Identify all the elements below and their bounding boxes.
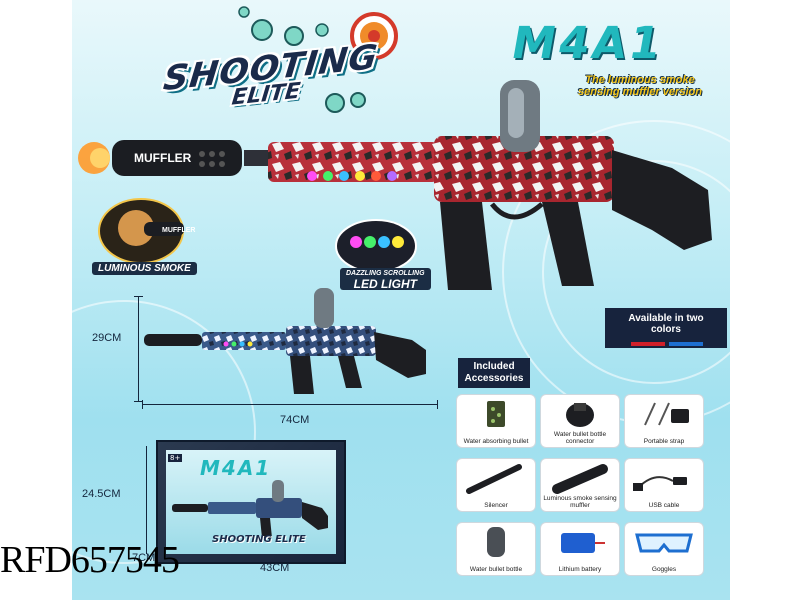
- accessory-item: Water absorbing bullet: [456, 394, 536, 448]
- box-height-line: [146, 446, 147, 554]
- gun-magazine: [440, 202, 492, 290]
- silencer-icon: [466, 464, 522, 494]
- strap-icon: [644, 402, 689, 426]
- accessory-item: Water bullet bottle: [456, 522, 536, 576]
- accessory-label: Water bullet bottle: [469, 566, 523, 573]
- model-title: M4A1: [507, 18, 668, 69]
- led-light-inset: [335, 219, 417, 273]
- gel-bullets-icon: [487, 401, 505, 427]
- accessories-title: Included Accessories: [458, 358, 530, 388]
- box-age: 8+: [168, 454, 183, 462]
- accessory-label: Water absorbing bullet: [463, 438, 529, 445]
- height-dimension-line: [138, 296, 139, 402]
- product-box: M4A1 8+ SHOOTING ELITE: [156, 440, 346, 564]
- accessory-label: USB cable: [648, 502, 680, 509]
- accessory-item: USB cable: [624, 458, 704, 512]
- accessories-title-line1: Included: [473, 361, 515, 372]
- led-light-label: DAZZLING SCROLLING LED LIGHT: [340, 268, 431, 290]
- height-dimension-label: 29CM: [92, 332, 122, 344]
- main-gun-illustration: [78, 80, 712, 290]
- bubble-icon: [325, 92, 366, 113]
- led-light-label-line1: DAZZLING SCROLLING: [346, 270, 425, 277]
- color-swatch-blue: [669, 342, 703, 346]
- goggles-icon: [635, 533, 693, 553]
- muffler-text: MUFFLER: [134, 151, 192, 165]
- accessory-item: Silencer: [456, 458, 536, 512]
- accessory-label: Luminous smoke sensing muffler: [543, 495, 617, 509]
- bottle-connector-icon: [566, 403, 594, 427]
- accessory-label: Lithium battery: [558, 566, 602, 573]
- box-length-label: 43CM: [260, 562, 290, 574]
- accessory-item: Portable strap: [624, 394, 704, 448]
- colors-badge-line1: Available in two: [628, 313, 704, 324]
- led-lights: [307, 171, 397, 181]
- colors-badge-line2: colors: [650, 324, 681, 335]
- accessory-item: Water bullet bottle connector: [540, 394, 620, 448]
- accessory-item: Luminous smoke sensing muffler: [540, 458, 620, 512]
- accessory-label: Portable strap: [643, 438, 685, 445]
- length-dimension-line: [142, 404, 438, 405]
- watermark-text: RFD657545: [0, 539, 180, 581]
- box-gun-image: [172, 480, 328, 538]
- small-gun-illustration: [144, 288, 426, 394]
- box-height-label: 24.5CM: [82, 488, 121, 500]
- accessory-label: Goggles: [651, 566, 677, 573]
- bottle-icon: [487, 527, 505, 557]
- muffler-icon: [552, 464, 608, 494]
- accessory-item: Lithium battery: [540, 522, 620, 576]
- accessories-title-line2: Accessories: [464, 373, 524, 384]
- length-dimension-label: 74CM: [280, 414, 310, 426]
- battery-icon: [561, 533, 605, 553]
- accessory-label: Silencer: [484, 502, 508, 509]
- accessory-label: Water bullet bottle connector: [553, 431, 607, 445]
- luminous-smoke-label: LUMINOUS SMOKE: [92, 262, 197, 275]
- gun-grip: [542, 202, 594, 286]
- height-dimension-tick: [134, 296, 143, 297]
- color-swatch-red: [631, 342, 665, 346]
- box-title: M4A1: [200, 456, 272, 480]
- product-poster: SHOOTING ELITE M4A1 The luminous smoke s…: [72, 0, 730, 600]
- height-dimension-tick: [134, 401, 143, 402]
- led-light-label-line2: LED LIGHT: [353, 277, 417, 291]
- muffler-body: [112, 140, 242, 176]
- box-logo: SHOOTING ELITE: [212, 534, 306, 545]
- box-front: M4A1 8+ SHOOTING ELITE: [166, 450, 336, 554]
- length-dimension-tick: [142, 400, 143, 409]
- accessory-item: Goggles: [624, 522, 704, 576]
- target-icon: [238, 6, 398, 60]
- box-depth-label: 7CM: [132, 552, 156, 564]
- usb-cable-icon: [633, 476, 687, 491]
- colors-badge: Available in two colors: [605, 308, 727, 348]
- muffler-small-text: MUFFLER: [162, 227, 196, 234]
- luminous-smoke-inset: [98, 198, 184, 264]
- length-dimension-tick: [437, 400, 438, 409]
- model-subtitle: The luminous smoke sensing muffler versi…: [560, 74, 720, 98]
- model-subtitle-line2: sensing muffler version: [578, 86, 702, 98]
- gun-stock: [612, 150, 712, 250]
- model-subtitle-line1: The luminous smoke: [585, 74, 695, 86]
